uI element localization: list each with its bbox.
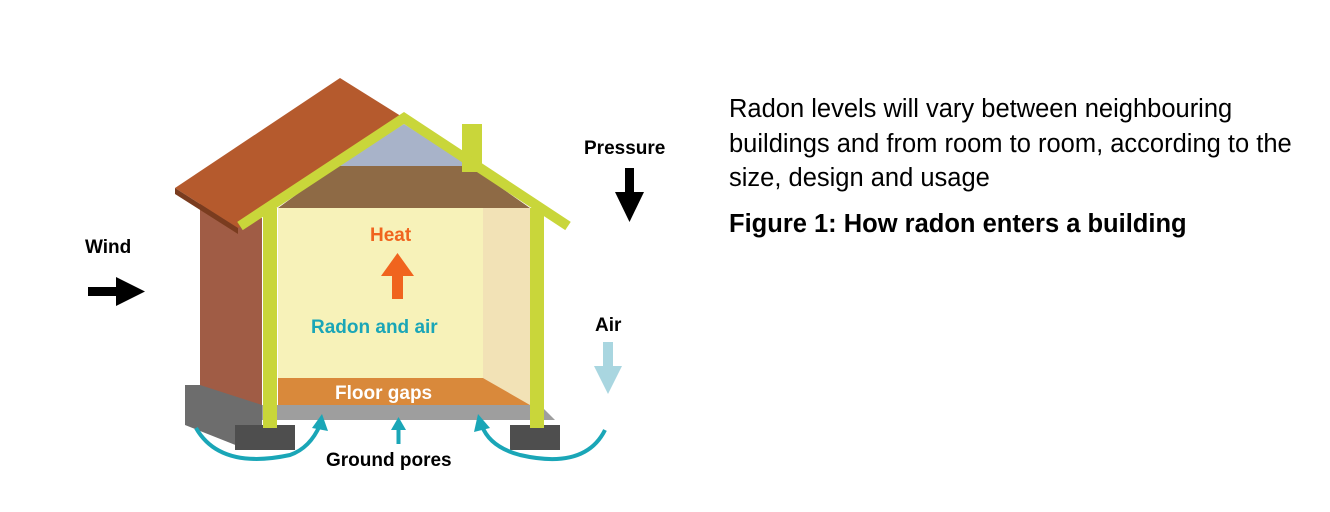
- frame-left-post: [263, 208, 277, 428]
- description-text: Radon levels will vary between neighbour…: [729, 95, 1292, 192]
- side-text-block: Radon levels will vary between neighbour…: [729, 92, 1319, 240]
- ground-pores-arrow: [391, 417, 406, 444]
- foundation-footing-left: [235, 425, 295, 450]
- ground-pores-label: Ground pores: [326, 450, 452, 471]
- radon-curve-left-head: [312, 414, 328, 431]
- interior-back-wall: [278, 208, 483, 378]
- frame-roof: [237, 112, 571, 231]
- heat-label: Heat: [370, 225, 412, 246]
- wind-label: Wind: [85, 237, 131, 258]
- figure-caption: Figure 1: How radon enters a building: [729, 209, 1187, 238]
- radon-house-diagram: Wind Pressure Heat Radon and air Air Flo…: [85, 78, 665, 471]
- radon-and-air-label: Radon and air: [311, 317, 438, 338]
- frame-right-post: [530, 208, 544, 428]
- house-left-wall: [200, 200, 262, 428]
- floor-gaps-label: Floor gaps: [335, 383, 432, 404]
- radon-curve-right-head: [474, 414, 490, 432]
- air-arrow: [594, 342, 622, 394]
- radon-curve-left: [194, 424, 322, 461]
- heat-arrow: [381, 253, 414, 299]
- air-label: Air: [595, 315, 622, 336]
- attic-gable: [336, 124, 470, 166]
- interior-side-wall: [483, 208, 530, 405]
- foundation-base: [262, 405, 555, 420]
- roof: [175, 78, 404, 228]
- pressure-arrow: [615, 168, 644, 222]
- floor: [278, 378, 530, 405]
- attic: [278, 166, 530, 208]
- radon-curve-right: [480, 425, 607, 462]
- foundation-footing-right: [510, 425, 560, 450]
- roof-edge: [175, 188, 238, 234]
- wind-arrow: [88, 277, 145, 306]
- pressure-label: Pressure: [584, 138, 665, 159]
